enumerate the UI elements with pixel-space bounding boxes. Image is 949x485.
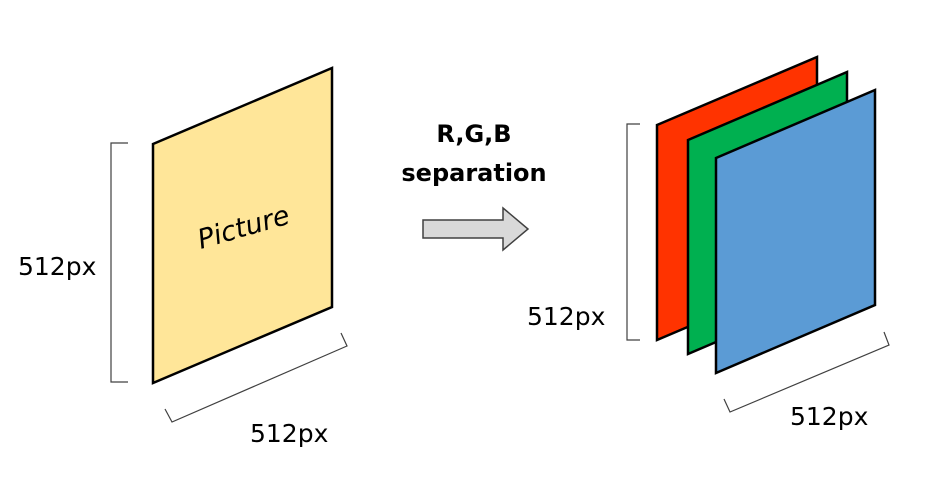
source-height-label: 512px xyxy=(18,252,96,281)
channels-width-label: 512px xyxy=(790,402,868,431)
source-width-label: 512px xyxy=(250,419,328,448)
channels-width-bracket xyxy=(723,331,890,413)
right-arrow-icon xyxy=(422,206,530,252)
source-picture: Picture xyxy=(151,66,334,385)
channel-panels xyxy=(655,55,877,375)
picture-panel xyxy=(151,66,334,385)
source-width-bracket xyxy=(164,332,348,423)
channels-height-bracket xyxy=(626,123,640,341)
source-height-bracket xyxy=(110,142,128,383)
operation-line1: R,G,B xyxy=(436,120,511,148)
channels-height-label: 512px xyxy=(527,302,605,331)
operation-line2: separation xyxy=(401,159,546,187)
blue-channel-panel xyxy=(714,88,877,375)
